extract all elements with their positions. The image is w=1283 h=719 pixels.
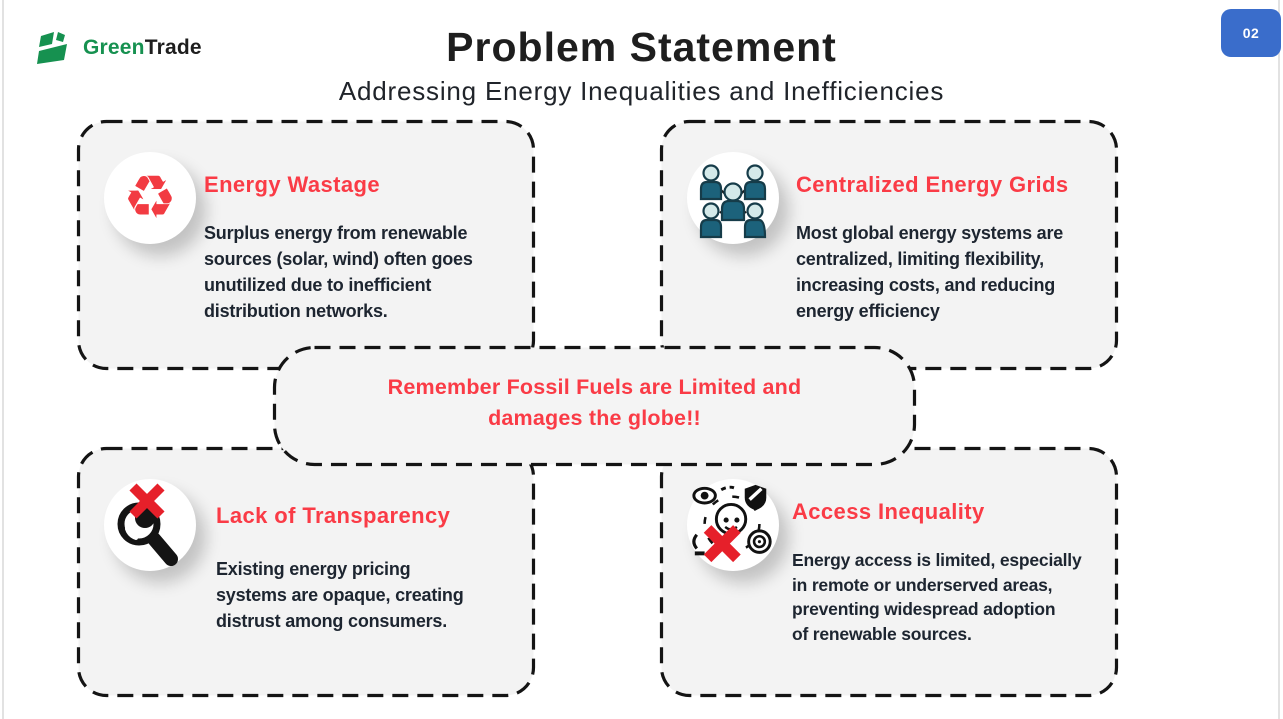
page-edge-line-left	[2, 0, 4, 719]
identity-denied-icon	[692, 484, 772, 563]
card-body: Existing energy pricing systems are opaq…	[216, 559, 464, 631]
card-title: Access Inequality	[792, 499, 985, 524]
logo-text-green: Green	[83, 36, 145, 59]
card-body: Surplus energy from renewable sources (s…	[204, 223, 473, 321]
page-number: 02	[1242, 25, 1260, 41]
callout-dashed-border	[272, 345, 917, 467]
greentrade-logo-icon	[37, 32, 67, 64]
logo-text: GreenTrade	[83, 36, 202, 60]
icon-circle: ♻	[104, 152, 196, 244]
icon-circle	[687, 479, 779, 571]
icon-circle	[104, 479, 196, 571]
page-subtitle: Addressing Energy Inequalities and Ineff…	[338, 76, 945, 106]
card-lack-of-transparency: Lack of Transparency Existing energy pri…	[76, 446, 536, 698]
page-number-badge: 02	[1221, 9, 1281, 57]
card-content: Lack of Transparency Existing energy pri…	[216, 502, 522, 634]
logo: GreenTrade	[37, 29, 202, 67]
card-title: Lack of Transparency	[216, 503, 451, 528]
recycle-icon: ♻	[123, 163, 177, 233]
card-energy-wastage: ♻ Energy Wastage Surplus energy from ren…	[76, 119, 536, 371]
logo-text-trade: Trade	[144, 36, 202, 59]
card-centralized-energy-grids: Centralized Energy Grids Most global ene…	[659, 119, 1119, 371]
card-content: Centralized Energy Grids Most global ene…	[796, 171, 1105, 324]
magnifier-cross-icon	[117, 483, 178, 566]
card-title: Energy Wastage	[204, 172, 380, 197]
page-edge-line-right	[1278, 0, 1280, 719]
card-access-inequality: Access Inequality Energy access is limit…	[659, 446, 1119, 698]
card-title: Centralized Energy Grids	[796, 172, 1069, 197]
card-body: Energy access is limited, especially in …	[792, 550, 1082, 644]
card-content: Energy Wastage Surplus energy from renew…	[204, 171, 522, 324]
callout-text: Remember Fossil Fuels are Limited and da…	[387, 375, 802, 430]
icon-circle	[687, 152, 779, 244]
callout-box: Remember Fossil Fuels are Limited and da…	[272, 345, 917, 467]
card-body: Most global energy systems are centraliz…	[796, 223, 1064, 321]
card-content: Access Inequality Energy access is limit…	[792, 498, 1105, 646]
page-title: Problem Statement	[446, 24, 837, 70]
people-network-icon	[699, 164, 767, 239]
